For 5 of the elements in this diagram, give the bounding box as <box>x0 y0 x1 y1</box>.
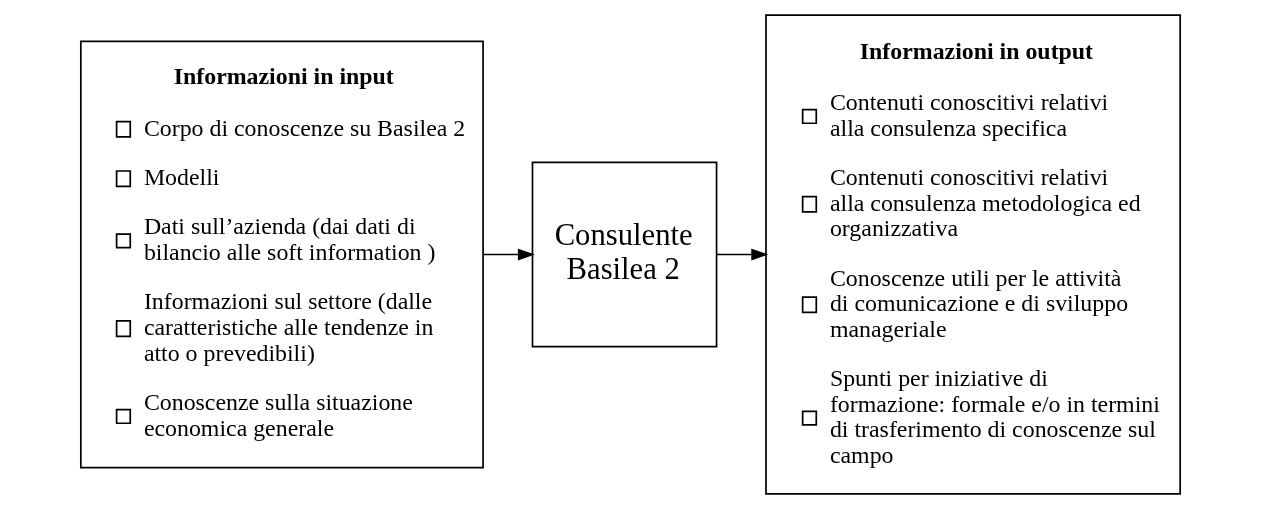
node-box: Informazioni in output Contenuti conoscitivi relativi alla consulenza specifica Contenuti conoscitivi relativi alla consulenza metodologica ed organizzativa Conoscenze utili per le attività di comunicazione e di sviluppo manageriale Spunti per iniziative di formazione: formale e/o in termini di trasferimento di conoscenze sul campo <box>765 14 1182 495</box>
node-box: Informazioni in input Corpo di conoscenze su Basilea 2 Modelli Dati sull’azienda (dai dati di bilancio alle soft information ) Informazioni sul settore (dalle caratteristiche alle tendenze in atto o prevedibili) Conoscenze sulla situazione economica generale <box>79 40 484 469</box>
node-box: Consulente Basilea 2 <box>531 161 718 348</box>
arrow <box>482 248 535 261</box>
arrow <box>716 248 769 261</box>
